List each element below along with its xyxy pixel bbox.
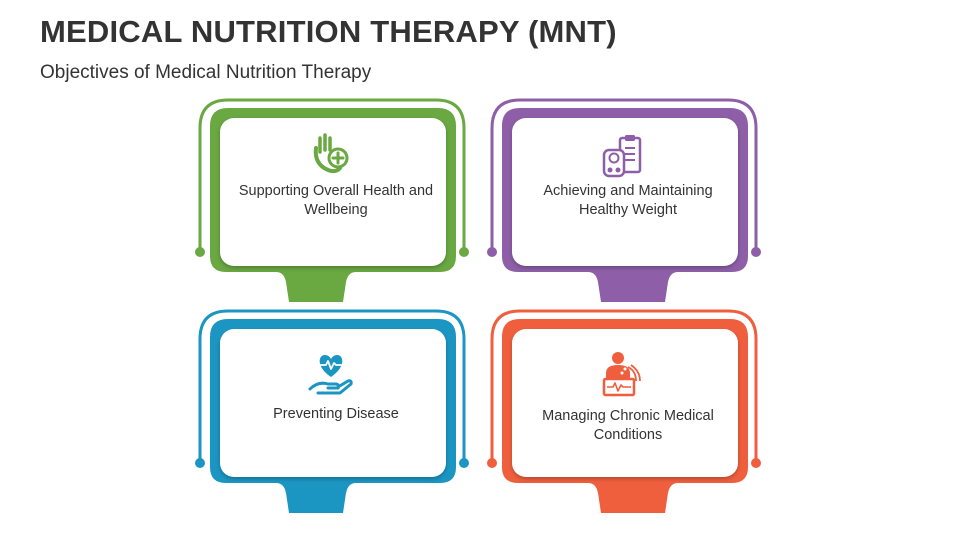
patient-monitor-icon [598,351,648,397]
card-frame [487,309,761,513]
heart-in-hand-icon [306,351,356,397]
scale-clipboard-icon [598,134,648,180]
card-label: Supporting Overall Health and Wellbeing [238,183,434,218]
objective-card-chronic-conditions: Managing Chronic Medical Conditions [487,307,768,517]
page-subtitle: Objectives of Medical Nutrition Therapy [40,62,372,83]
objective-card-preventing-disease: Preventing Disease [195,307,476,517]
card-label: Achieving and Maintaining Healthy Weight [543,183,713,218]
card-frame [487,98,761,302]
card-label: Managing Chronic Medical Conditions [542,408,714,443]
objective-card-healthy-weight: Achieving and Maintaining Healthy Weight [487,96,768,306]
card-label: Preventing Disease [273,406,399,422]
card-frame [195,98,469,302]
objective-card-overall-health: Supporting Overall Health and Wellbeing [195,96,476,306]
page-title: MEDICAL NUTRITION THERAPY (MNT) [40,14,617,49]
hand-ok-plus-icon [306,132,356,178]
card-frame [195,309,469,513]
